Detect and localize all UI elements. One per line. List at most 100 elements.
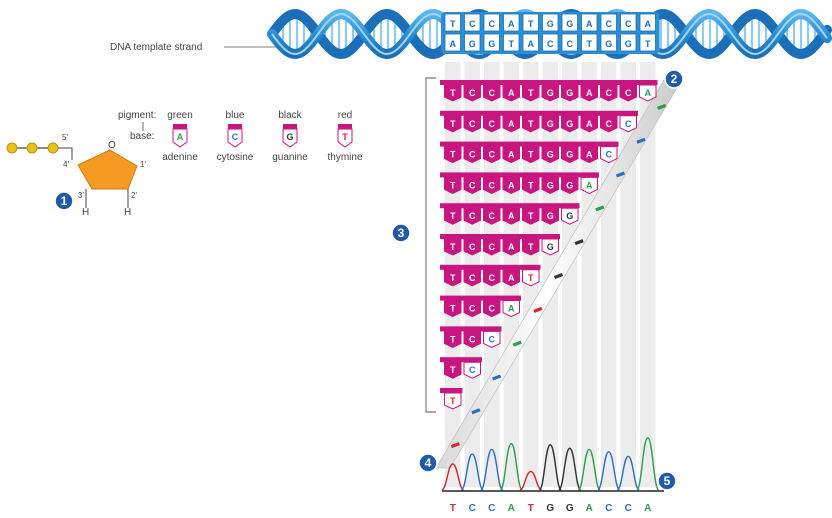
legend-tag-cytosine <box>227 128 243 148</box>
template-top-letter: G <box>566 19 573 29</box>
template-bottom-letter: G <box>469 39 476 49</box>
sequence-read-letter: A <box>508 503 515 514</box>
template-top-letter: T <box>528 19 534 29</box>
template-bottom-box <box>600 33 617 52</box>
fragment-base-letter: C <box>489 304 496 314</box>
base-tag <box>502 84 520 102</box>
sequence-read-letter: A <box>586 503 593 514</box>
template-bottom-letter: G <box>605 39 612 49</box>
chromatogram-peak <box>636 437 660 491</box>
chromatogram <box>441 437 664 492</box>
template-bottom-letter: A <box>528 39 535 49</box>
callout-number: 4 <box>425 456 432 470</box>
legend-pigment-red: red <box>338 110 352 121</box>
legend-tag-cap <box>173 124 187 129</box>
base-tag <box>561 146 579 164</box>
fragment-base-letter: C <box>606 150 613 160</box>
fragment-base-letter: T <box>450 150 456 160</box>
template-top-letter: A <box>586 19 593 29</box>
fragment-base-letter: T <box>528 242 534 252</box>
capillary-band <box>492 374 502 381</box>
fragment-base-letter: C <box>469 180 476 190</box>
base-tag <box>561 84 579 102</box>
template-top-letter: G <box>547 19 554 29</box>
fragment-base-letter: C <box>469 242 476 252</box>
base-tag <box>541 115 559 133</box>
fragment-base-letter: C <box>489 334 496 344</box>
chromatogram-peak <box>597 451 621 491</box>
fragment-base-letter: T <box>450 211 456 221</box>
fragment-base-letter: A <box>645 88 652 98</box>
chromatogram-peak <box>441 463 465 491</box>
fragment-base-letter: C <box>489 180 496 190</box>
base-tag <box>444 115 462 133</box>
terminal-tag <box>483 330 501 348</box>
chromatogram-peak <box>519 470 543 491</box>
template-bottom-letter: T <box>645 39 651 49</box>
base-tag <box>541 176 559 194</box>
base-tag <box>541 207 559 225</box>
chromatogram-peak <box>480 448 504 491</box>
callout-circle <box>391 223 411 243</box>
callout-number: 5 <box>664 474 671 488</box>
fragment-base-letter: G <box>566 211 573 221</box>
fragment-base-letter: G <box>566 119 573 129</box>
template-top-box <box>503 13 520 32</box>
base-tag <box>463 330 481 348</box>
legend-base-guanine: guanine <box>272 152 308 163</box>
capillary-band <box>450 442 460 449</box>
chromatogram-peak <box>460 453 484 491</box>
pigment-title: pigment: <box>118 110 156 121</box>
fragment-base-letter: G <box>566 180 573 190</box>
callout-circle <box>418 453 438 473</box>
chromatogram-peak <box>616 455 640 491</box>
chromatogram-peak <box>558 447 582 491</box>
capillary-band <box>636 137 646 144</box>
fragment-base-letter: A <box>508 150 515 160</box>
base-tag <box>444 330 462 348</box>
base-tag <box>600 115 618 133</box>
terminal-tag <box>600 146 618 164</box>
fragment-base-letter: G <box>547 242 554 252</box>
template-bottom-box <box>581 33 598 52</box>
sequence-read-letter: C <box>469 503 476 514</box>
carbon5-bond <box>58 147 73 160</box>
prime-2-label: 2' <box>131 191 137 200</box>
legend-tag-cap <box>283 124 297 129</box>
template-bottom-box <box>503 33 520 52</box>
terminal-tag <box>580 176 598 194</box>
capillary-band <box>471 408 481 415</box>
fragment-base-letter: C <box>606 88 613 98</box>
callout-3: 3 <box>391 223 411 243</box>
callout-1: 1 <box>54 191 74 211</box>
fragment-backbone <box>440 326 502 332</box>
callout-4: 4 <box>418 453 438 473</box>
fragment-backbone <box>440 388 463 393</box>
fragment-base-letter: A <box>508 242 515 252</box>
template-bottom-letter: T <box>587 39 593 49</box>
prime-1-label: 1' <box>140 160 146 169</box>
fragment-base-letter: T <box>450 334 456 344</box>
phosphate-bead <box>47 142 59 154</box>
base-tag <box>483 269 501 287</box>
template-top-box <box>483 13 500 32</box>
fragment-base-letter: C <box>625 119 632 129</box>
fragment-base-letter: T <box>450 242 456 252</box>
template-top-letter: C <box>469 19 476 29</box>
capillary-band <box>533 306 543 313</box>
template-top-letter: A <box>645 19 652 29</box>
fragment-base-letter: T <box>450 88 456 98</box>
template-bottom-box <box>639 33 656 52</box>
template-top-box <box>581 13 598 32</box>
capillary-bands <box>450 103 667 449</box>
callout-circle <box>657 471 677 491</box>
legend-letter: G <box>286 132 293 142</box>
legend-tag-thymine <box>337 128 353 148</box>
template-bottom-box <box>522 33 539 52</box>
template-top-box <box>542 13 559 32</box>
template-top-box <box>464 13 481 32</box>
